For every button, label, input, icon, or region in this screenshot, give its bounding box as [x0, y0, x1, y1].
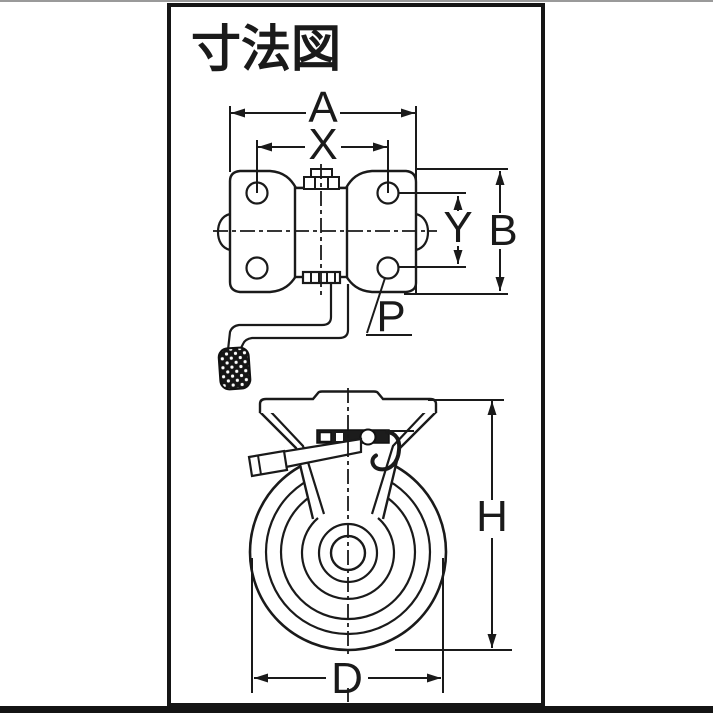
plate-outline	[228, 169, 418, 294]
fork-leg-left-inner	[270, 411, 326, 515]
dimension-y: Y	[398, 192, 473, 268]
dim-label-a: A	[308, 83, 338, 132]
top-view-plate	[213, 164, 437, 391]
fork-leg-right-inner	[370, 411, 426, 515]
dimension-a: A	[229, 83, 417, 293]
mounting-hole-bottom-right	[376, 256, 400, 280]
dim-label-y: Y	[443, 203, 472, 252]
brake-lever-tip	[247, 449, 289, 478]
dimension-h: H	[395, 399, 512, 651]
brake-hook	[370, 430, 402, 472]
dimension-d: D	[251, 558, 444, 703]
callout-p: P	[366, 277, 412, 341]
dim-label-h: H	[476, 492, 508, 541]
brake-lever-top-view	[217, 284, 350, 391]
dimension-b: B	[404, 168, 518, 295]
bottom-border-bar	[0, 706, 713, 713]
brake-mechanism	[316, 428, 414, 472]
mounting-hole-bottom-left	[245, 256, 269, 280]
brake-pedal-pad	[217, 346, 252, 391]
dim-label-d: D	[331, 654, 363, 703]
dim-label-b: B	[488, 206, 517, 255]
fork-leg-left-outer	[259, 411, 315, 520]
dimension-x: X	[256, 120, 389, 193]
plate-right-bump	[415, 212, 430, 252]
dim-label-p: P	[376, 292, 405, 341]
plate-left-bump	[216, 212, 231, 252]
side-view-caster	[247, 388, 448, 702]
drawing-title: 寸法図	[191, 21, 341, 77]
dim-label-x: X	[308, 120, 337, 169]
top-border-line	[0, 0, 713, 2]
brake-lever-side-view	[247, 437, 363, 478]
